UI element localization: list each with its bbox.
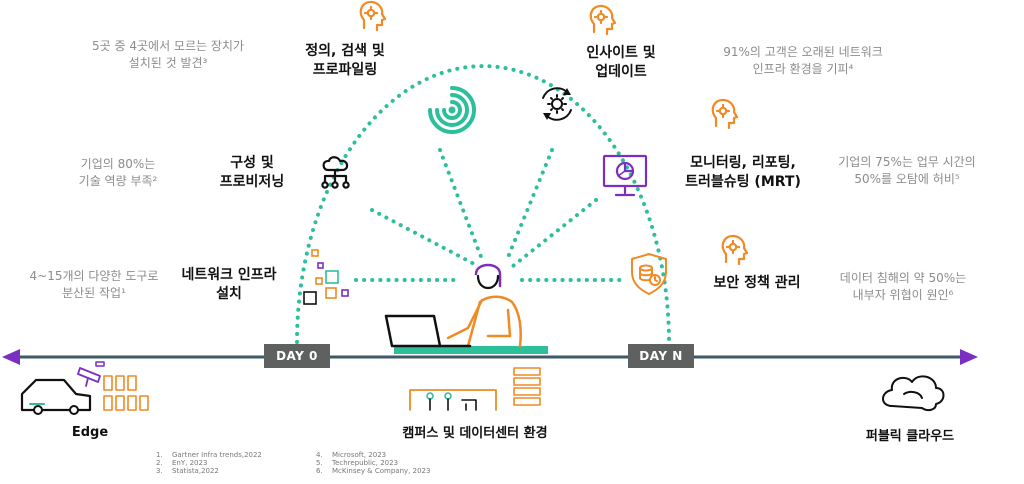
stat-time: 기업의 75%는 업무 시간의 50%를 오탐에 허비⁵ <box>838 155 976 186</box>
timeline-axis <box>2 349 978 365</box>
stage-config: 구성 및 프로비저닝 <box>219 155 285 190</box>
ray-define <box>438 148 485 264</box>
stage-policy: 보안 정책 관리 <box>713 275 801 291</box>
squares-icon <box>303 249 349 305</box>
ray-config <box>370 208 480 268</box>
car-camera-icon <box>20 361 149 415</box>
stage-install: 네트워크 인프라 설치 <box>181 267 277 302</box>
footnote: 3.Statista,2022 <box>156 467 219 475</box>
stage-define: 정의, 검색 및 프로파일링 <box>305 43 385 78</box>
server-icon <box>409 367 541 411</box>
lifecycle-arch <box>295 64 671 344</box>
footnotes-right: 4.Microsoft, 2023 5.Techrepublic, 2023 6… <box>316 451 476 475</box>
ray-insight <box>504 148 554 264</box>
footnote: 1.Gartner Infra trends,2022 <box>156 451 262 459</box>
stage-monitor: 모니터링, 리포팅, 트러블슈팅 (MRT) <box>685 155 801 190</box>
footnote: 5.Techrepublic, 2023 <box>316 459 399 467</box>
head-gear-icon <box>359 0 387 32</box>
rays <box>354 148 624 282</box>
stat-skills: 기업의 80%는 기술 역량 부족² <box>78 157 158 188</box>
ray-monitor <box>511 198 598 268</box>
label-cloud: 퍼블릭 클라우드 <box>865 429 955 444</box>
footnote: 2.EnY, 2023 <box>156 459 208 467</box>
head-gear-icon <box>711 98 739 130</box>
day0-marker: DAY 0 <box>264 344 330 368</box>
person-laptop-icon <box>384 263 548 354</box>
label-edge: Edge <box>71 425 109 440</box>
head-gear-icon <box>589 4 617 36</box>
footnotes-left: 1.Gartner Infra trends,2022 2.EnY, 2023 … <box>156 451 306 475</box>
dayn-marker: DAY N <box>628 344 694 368</box>
desk <box>394 346 548 354</box>
stat-breach: 데이터 침해의 약 50%는 내부자 위협이 원인⁶ <box>839 271 967 302</box>
stat-network: 91%의 고객은 오래된 네트워크 인프라 환경을 기피⁴ <box>723 45 883 76</box>
axis-arrow-left <box>2 349 20 365</box>
fingerprint-icon <box>428 86 476 134</box>
head-gear-icon <box>721 234 749 266</box>
footnote: 6.McKinsey & Company, 2023 <box>316 467 431 475</box>
stage-insight: 인사이트 및 업데이트 <box>586 45 656 80</box>
network-tree-icon <box>321 156 350 189</box>
label-campus: 캠퍼스 및 데이터센터 환경 <box>402 426 548 441</box>
axis-arrow-right <box>960 349 978 365</box>
shield-database-icon <box>631 253 667 295</box>
stat-devices: 5곳 중 4곳에서 모르는 장치가 설치된 것 발견³ <box>92 39 244 70</box>
monitor-chart-icon <box>602 154 648 197</box>
cloud-icon <box>882 375 945 412</box>
refresh-gear-icon <box>542 87 572 121</box>
footnote: 4.Microsoft, 2023 <box>316 451 387 459</box>
stat-tools: 4~15개의 다양한 도구로 분산된 작업¹ <box>29 269 159 300</box>
